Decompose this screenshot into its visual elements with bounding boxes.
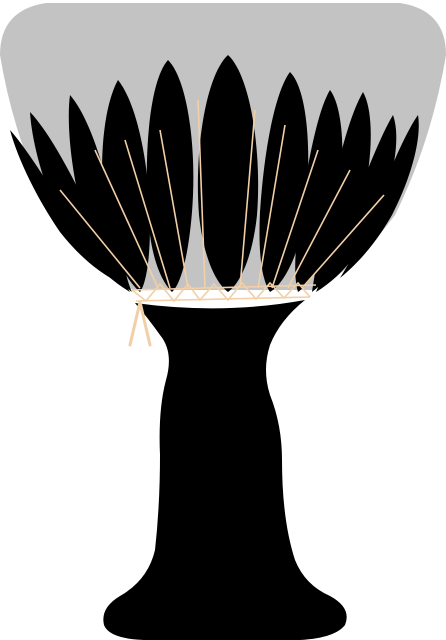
- petal: [312, 92, 371, 292]
- petal: [340, 115, 419, 278]
- feather-petals: [10, 55, 419, 292]
- lacing-band: [131, 281, 317, 303]
- petal: [259, 72, 309, 292]
- petal: [68, 95, 132, 292]
- petal: [197, 55, 259, 292]
- petal: [146, 60, 194, 292]
- petal: [316, 115, 397, 292]
- rope-tail: [128, 300, 152, 347]
- drum-shell: [103, 300, 347, 640]
- petal: [295, 90, 343, 292]
- tuning-ropes: [59, 99, 385, 289]
- petal: [10, 130, 118, 282]
- petal: [30, 112, 130, 292]
